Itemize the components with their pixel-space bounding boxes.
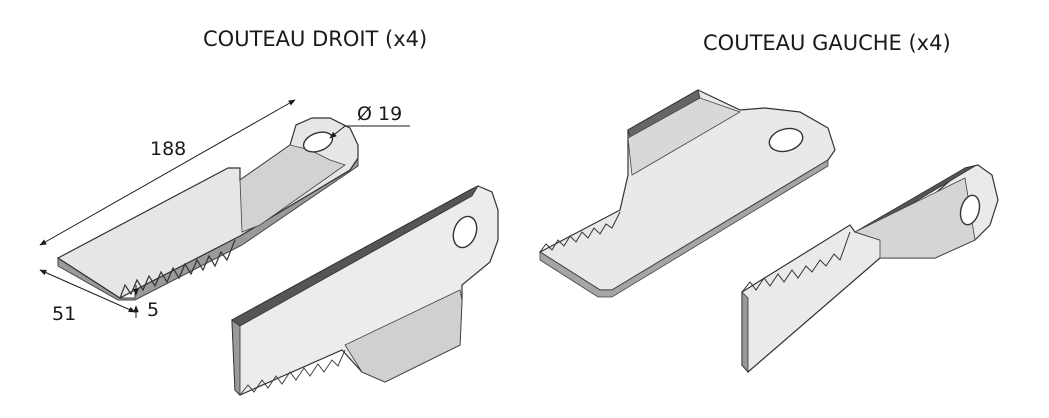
left-knife-side-view (741, 164, 999, 374)
width-label: 51 (52, 303, 76, 325)
left-knife-title: COUTEAU GAUCHE (x4) (703, 31, 951, 55)
dimension-lines (39, 99, 410, 318)
hole-diameter-label: Ø 19 (357, 103, 402, 125)
length-dimension-line (39, 99, 296, 246)
left-knife-top-view (538, 89, 836, 298)
right-knife-side-view (231, 185, 499, 396)
width-dimension-line (39, 269, 136, 313)
right-knife-title: COUTEAU DROIT (x4) (203, 27, 428, 51)
length-label: 188 (150, 138, 186, 160)
thickness-label: 5 (147, 299, 159, 321)
